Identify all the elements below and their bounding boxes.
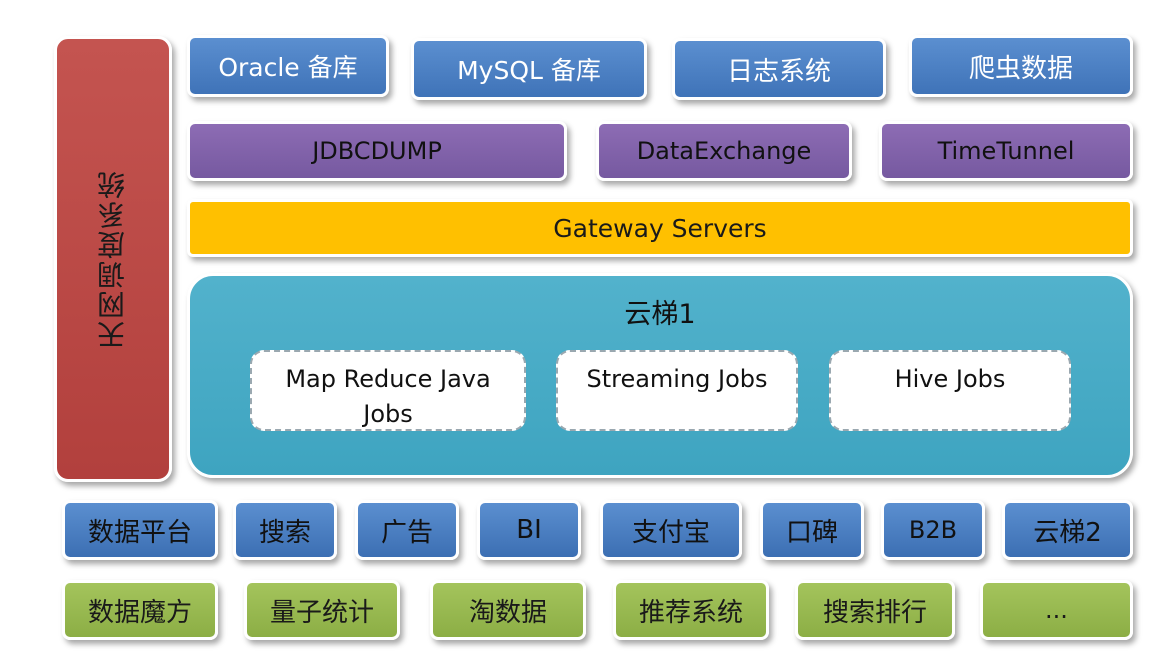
source-logs: 日志系统 <box>672 38 886 100</box>
gateway-label: Gateway Servers <box>553 213 767 243</box>
tool-dataexchange: DataExchange <box>596 121 852 181</box>
app-label: B2B <box>908 516 958 544</box>
job-hive: Hive Jobs <box>829 350 1071 431</box>
app-label: 广告 <box>380 517 433 548</box>
job-label: Streaming Jobs <box>586 365 768 393</box>
app-ads: 广告 <box>355 500 459 560</box>
job-mapreduce: Map Reduce Java Jobs <box>250 350 526 431</box>
job-label: Map Reduce Java Jobs <box>285 365 491 428</box>
tool-jdbcdump: JDBCDUMP <box>187 121 567 181</box>
app-label: 云梯2 <box>1033 517 1102 548</box>
app-label: 口碑 <box>785 517 838 548</box>
source-label: 日志系统 <box>726 56 831 87</box>
product-more: ... <box>980 580 1133 640</box>
job-label: Hive Jobs <box>894 365 1006 393</box>
source-oracle: Oracle 备库 <box>187 35 389 97</box>
app-alipay: 支付宝 <box>600 500 742 560</box>
product-data-cube: 数据魔方 <box>62 580 218 640</box>
source-crawler: 爬虫数据 <box>909 35 1133 97</box>
app-cloud-ladder-2: 云梯2 <box>1002 500 1133 560</box>
tool-label: TimeTunnel <box>937 137 1075 165</box>
source-label: MySQL 备库 <box>457 56 601 85</box>
app-data-platform: 数据平台 <box>62 500 218 560</box>
tool-timetunnel: TimeTunnel <box>879 121 1133 181</box>
product-label: 量子统计 <box>269 597 374 628</box>
app-label: 搜索 <box>258 517 311 548</box>
product-label: ... <box>1045 596 1068 624</box>
app-label: 支付宝 <box>631 517 710 548</box>
app-label: 数据平台 <box>87 517 192 548</box>
scheduler-label: 天网调度系统 <box>96 169 129 349</box>
scheduler-box: 天网调度系统 <box>54 36 172 482</box>
app-b2b: B2B <box>881 500 985 560</box>
source-mysql: MySQL 备库 <box>411 38 647 100</box>
product-label: 搜索排行 <box>822 597 927 628</box>
product-label: 淘数据 <box>468 597 547 628</box>
app-bi: BI <box>477 500 581 560</box>
app-label: BI <box>516 515 542 545</box>
gateway-servers: Gateway Servers <box>187 199 1133 257</box>
tool-label: JDBCDUMP <box>312 137 442 165</box>
product-recommendation: 推荐系统 <box>613 580 769 640</box>
product-search-ranking: 搜索排行 <box>795 580 955 640</box>
product-label: 推荐系统 <box>638 597 743 628</box>
source-label: Oracle 备库 <box>218 53 358 82</box>
cloud-title: 云梯1 <box>624 299 696 330</box>
app-search: 搜索 <box>233 500 337 560</box>
product-label: 数据魔方 <box>87 597 192 628</box>
app-koubei: 口碑 <box>760 500 864 560</box>
tool-label: DataExchange <box>636 137 812 165</box>
product-quantum-stats: 量子统计 <box>244 580 400 640</box>
job-streaming: Streaming Jobs <box>556 350 798 431</box>
product-tao-data: 淘数据 <box>430 580 586 640</box>
source-label: 爬虫数据 <box>968 53 1073 84</box>
